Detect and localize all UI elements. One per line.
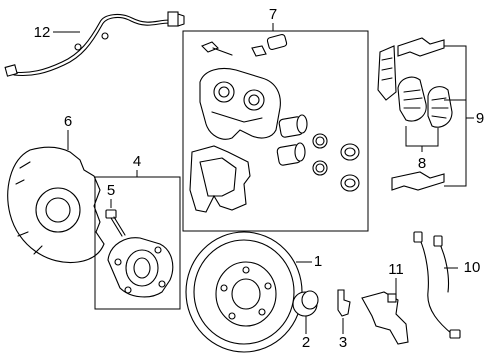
brake-hose (413, 231, 461, 339)
callout-2: 2 (302, 334, 310, 351)
callout-6: 6 (64, 113, 72, 130)
callout-4: 4 (133, 153, 141, 170)
callout-12: 12 (34, 24, 51, 41)
caliper-body (199, 67, 281, 140)
leader-9-bracket (444, 45, 467, 187)
caliper-bolts (201, 33, 288, 57)
callout-5: 5 (107, 182, 115, 199)
wheel-speed-sensor-harness (4, 11, 185, 77)
callout-1: 1 (314, 253, 322, 270)
callout-10: 10 (464, 259, 481, 276)
callout-7: 7 (269, 6, 277, 23)
retaining-clip (337, 289, 351, 317)
caliper-pistons-and-seals (276, 114, 360, 192)
brake-pads (397, 76, 453, 128)
splash-shield (7, 146, 105, 264)
brake-rotor (185, 231, 303, 353)
callout-11: 11 (388, 261, 404, 278)
callout-3: 3 (339, 334, 347, 351)
caliper-assembly-box (182, 30, 369, 232)
pad-clips (377, 37, 445, 191)
hub-bearing (107, 237, 174, 298)
caliper-bracket (189, 145, 251, 213)
callout-8: 8 (418, 155, 426, 172)
callout-9: 9 (476, 110, 484, 127)
wheel-stud (105, 209, 126, 237)
hub-dust-cap (292, 290, 319, 317)
hose-bracket (361, 291, 409, 345)
leader-8-bracket (405, 126, 439, 147)
